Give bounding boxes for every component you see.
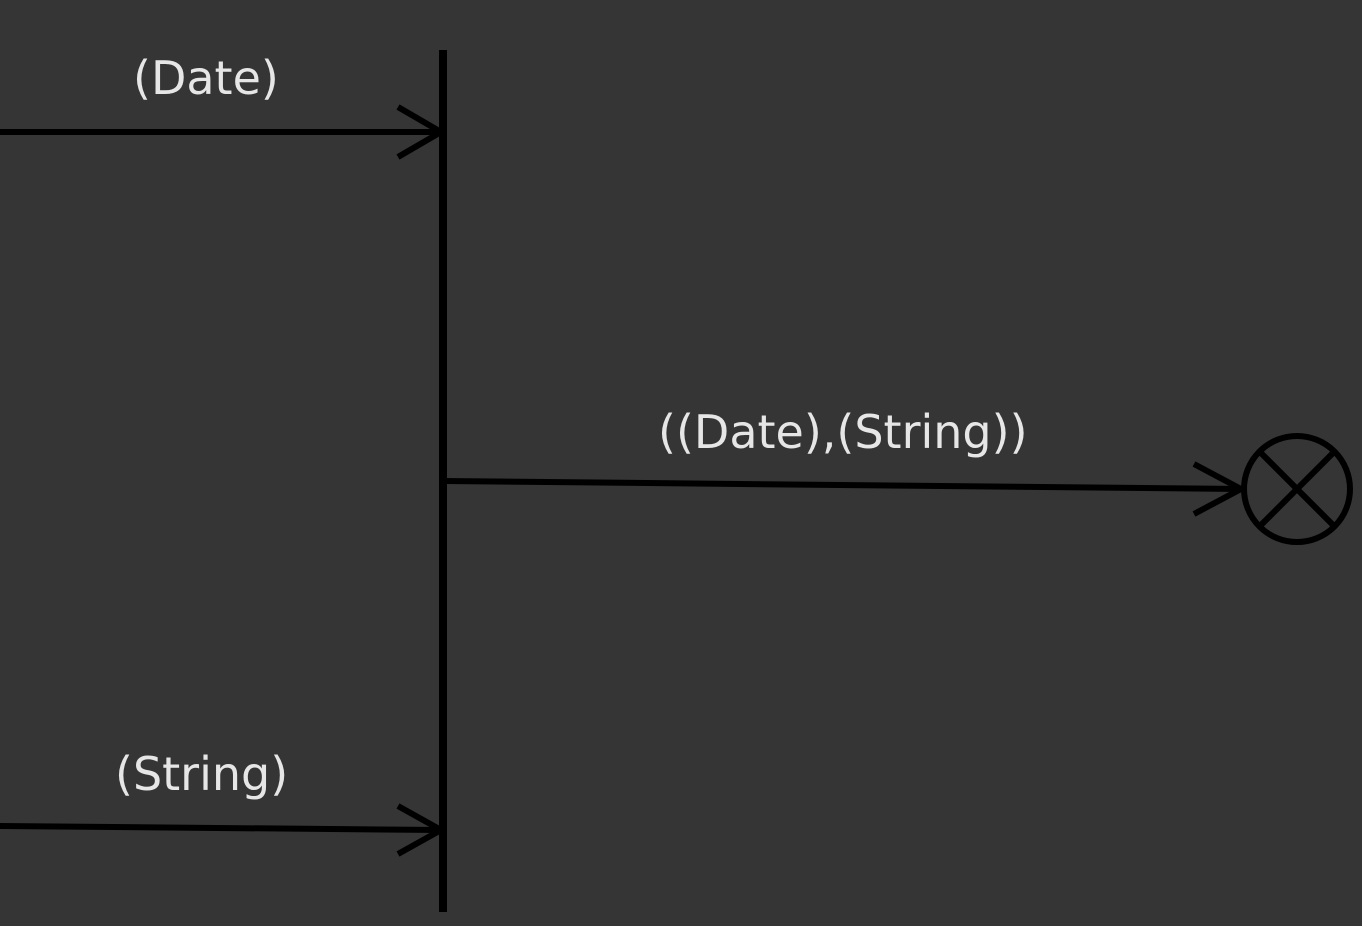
output-edge-label: ((Date),(String)) — [658, 405, 1028, 459]
input-edge-string[interactable] — [0, 803, 448, 857]
output-edge[interactable] — [442, 461, 1248, 517]
input-edge-date-label: (Date) — [133, 51, 279, 105]
edge-line — [442, 478, 1244, 492]
flow-final-node-icon[interactable] — [1241, 433, 1353, 545]
edge-line — [0, 823, 442, 833]
input-edge-string-label: (String) — [115, 747, 289, 801]
input-edge-date[interactable] — [0, 104, 447, 160]
